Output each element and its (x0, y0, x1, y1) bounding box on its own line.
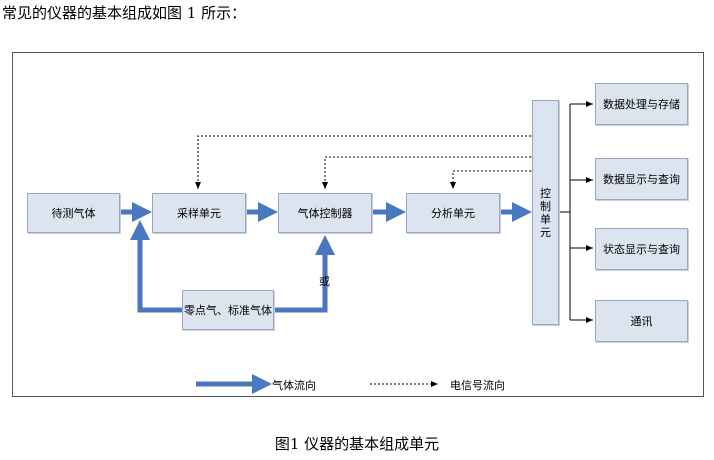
box-sampling-unit: 采样单元 (152, 193, 246, 233)
diagram-frame (12, 52, 704, 397)
legend-signal-flow-label: 电信号流向 (450, 379, 505, 392)
box-data-processing-storage: 数据处理与存储 (595, 83, 688, 125)
box-data-display-query: 数据显示与查询 (595, 158, 688, 200)
box-analysis-unit: 分析单元 (406, 193, 500, 233)
legend-gas-flow-label: 气体流向 (272, 379, 316, 392)
gas-arrow-standard-to-controller (274, 235, 335, 313)
box-gas-controller: 气体控制器 (278, 193, 372, 233)
control-output-lines (559, 101, 593, 323)
control-unit-label: 控制单元 (540, 186, 551, 239)
figure-caption: 图1 仪器的基本组成单元 (274, 435, 440, 453)
box-zero-standard-gas: 零点气、标准气体 (182, 290, 274, 330)
signal-arrow-sampling (195, 133, 538, 189)
intro-text: 常见的仪器的基本组成如图 1 所示： (2, 4, 247, 22)
box-status-display-query: 状态显示与查询 (595, 228, 688, 270)
gas-flow-arrows (120, 202, 532, 313)
signal-flow-arrows (195, 133, 538, 189)
or-label: 或 (319, 275, 330, 288)
box-sample-gas: 待测气体 (27, 193, 120, 233)
box-control-unit: 控制单元 (532, 100, 559, 325)
gas-arrow-standard-to-sampling (130, 220, 182, 313)
box-communication: 通讯 (595, 300, 688, 342)
signal-arrow-analysis (450, 168, 538, 189)
signal-arrow-controller (322, 154, 538, 189)
